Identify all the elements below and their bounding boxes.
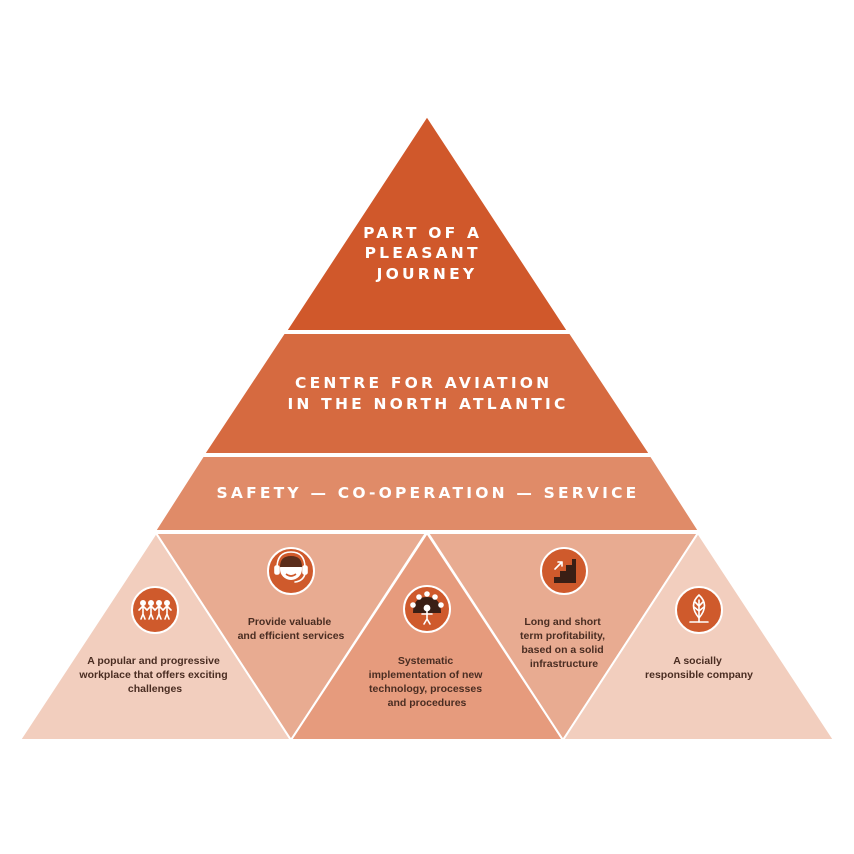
- headset-person-icon: [267, 547, 315, 595]
- people-group-icon: [131, 586, 179, 634]
- base-triangle-responsibility: [561, 531, 836, 741]
- base-3-line-1: Long and short: [524, 616, 601, 628]
- band-line-1: SAFETY — CO-OPERATION — SERVICE: [217, 484, 640, 502]
- leaf-icon: [675, 586, 723, 634]
- base-text-profitability: Long and short term profitability, based…: [520, 616, 608, 670]
- base-0-line-2: workplace that offers exciting: [78, 669, 227, 681]
- apex-text: PART OF A PLEASANT JOURNEY: [363, 224, 491, 283]
- band-text: SAFETY — CO-OPERATION — SERVICE: [217, 484, 640, 502]
- middle-tier: [202, 332, 652, 455]
- values-band: [153, 455, 701, 532]
- base-3-line-4: infrastructure: [530, 658, 598, 670]
- base-2-line-2: implementation of new: [369, 669, 484, 681]
- base-4-line-1: A socially: [673, 655, 722, 667]
- base-1-line-1: Provide valuable: [248, 616, 332, 628]
- base-4-line-2: responsible company: [645, 669, 753, 681]
- middle-line-1: CENTRE FOR AVIATION: [295, 374, 552, 392]
- base-3-line-3: based on a solid: [521, 644, 603, 656]
- base-2-line-4: and procedures: [388, 697, 467, 709]
- base-text-technology: Systematic implementation of new technol…: [369, 655, 486, 709]
- apex-line-2: PLEASANT: [365, 244, 481, 262]
- network-person-icon: [403, 585, 451, 633]
- base-0-line-1: A popular and progressive: [87, 655, 220, 667]
- base-1-line-2: and efficient services: [238, 630, 345, 642]
- base-text-services: Provide valuable and efficient services: [238, 616, 345, 642]
- middle-text: CENTRE FOR AVIATION IN THE NORTH ATLANTI…: [287, 374, 568, 413]
- base-2-line-3: technology, processes: [369, 683, 482, 695]
- base-0-line-3: challenges: [128, 683, 182, 695]
- base-text-responsibility: A socially responsible company: [645, 655, 753, 681]
- base-text-workplace: A popular and progressive workplace that…: [78, 655, 230, 695]
- apex-tier: [284, 114, 570, 332]
- growth-stairs-icon: [540, 547, 588, 595]
- base-3-line-2: term profitability,: [520, 630, 605, 642]
- base-2-line-1: Systematic: [398, 655, 454, 667]
- apex-line-3: JOURNEY: [376, 265, 478, 283]
- apex-line-1: PART OF A: [363, 224, 482, 242]
- middle-line-2: IN THE NORTH ATLANTIC: [287, 395, 568, 413]
